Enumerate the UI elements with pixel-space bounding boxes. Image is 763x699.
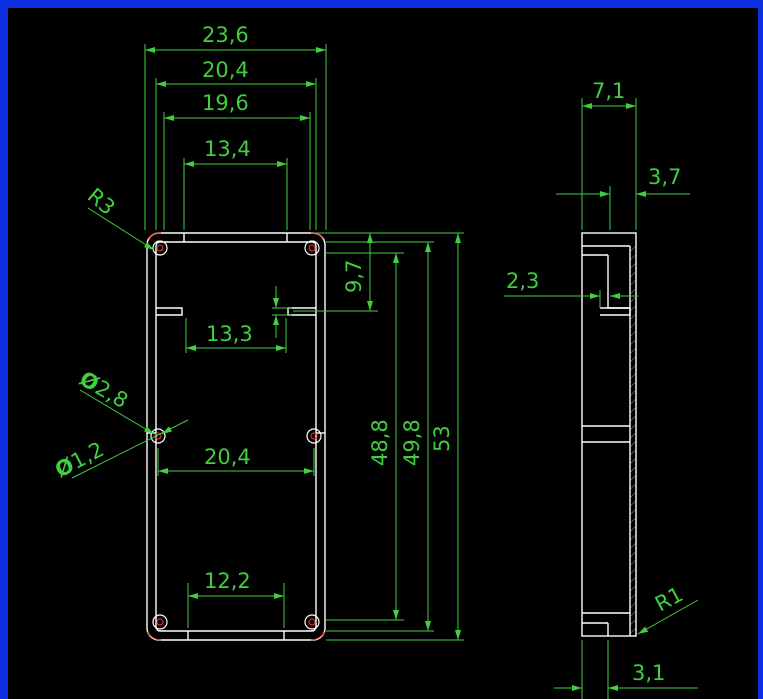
dim-inner-hole-label: Ø 1,2: [51, 437, 108, 482]
dim-overall-height: 53: [430, 425, 454, 452]
side-dimension-labels: 7,1 3,7 2,3 R1 3,1: [506, 79, 687, 685]
front-view-dimensions: [71, 44, 464, 641]
technical-drawing: 23,6 20,4 19,6 13,4 13,3 20,4 12,2 9,7 4…: [51, 23, 699, 699]
center-marks: [146, 232, 326, 641]
dim-outer-width: 20,4: [202, 58, 249, 82]
dim-hole-spacing: 20,4: [204, 445, 251, 469]
side-view-dimensions: [504, 98, 699, 699]
dim-outer-hole-label: Ø 2,8: [76, 367, 133, 413]
dim-slot-depth: 2,3: [506, 269, 539, 293]
dim-wall: 3,7: [648, 165, 681, 189]
dim-mid-slot-width: 13,3: [206, 322, 253, 346]
dim-inner-width: 19,6: [202, 91, 249, 115]
side-view-outline: [581, 232, 637, 637]
dim-top-slot-width: 13,4: [204, 137, 251, 161]
side-wall-hatch: [630, 246, 636, 636]
front-dimension-labels: 23,6 20,4 19,6 13,4 13,3 20,4 12,2 9,7 4…: [51, 23, 454, 593]
dim-outer-height: 49,8: [400, 419, 424, 466]
dim-lip: 3,1: [632, 661, 665, 685]
dim-fillet: R1: [651, 582, 687, 616]
dim-bottom-slot-width: 12,2: [204, 569, 251, 593]
dim-inner-height: 48,8: [368, 419, 392, 466]
dim-top-offset: 9,7: [342, 260, 366, 293]
dim-corner-radius: R3: [83, 183, 120, 219]
cad-canvas: 23,6 20,4 19,6 13,4 13,3 20,4 12,2 9,7 4…: [8, 8, 758, 699]
dim-depth: 7,1: [592, 79, 625, 103]
dim-overall-width: 23,6: [202, 23, 249, 47]
